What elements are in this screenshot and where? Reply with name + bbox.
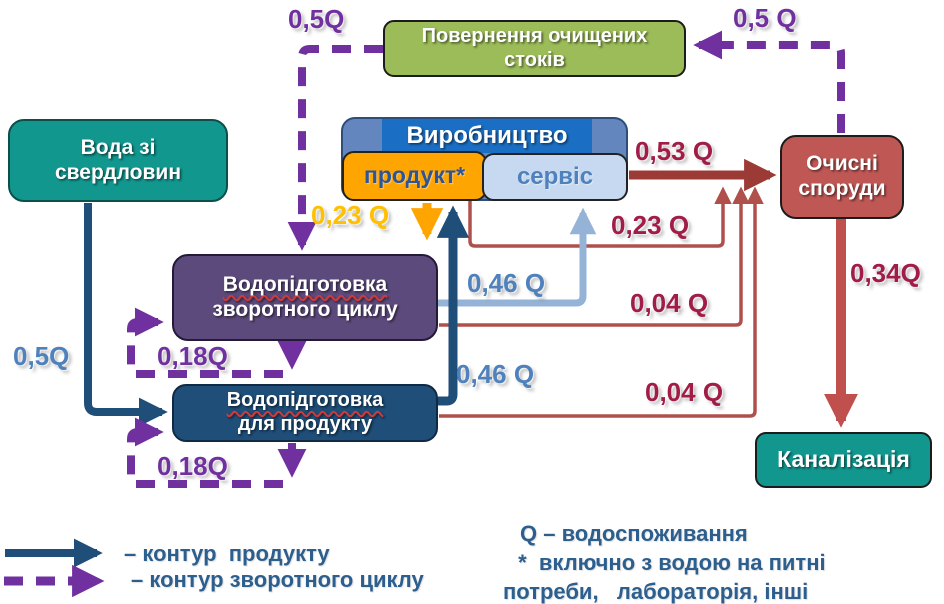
- box-product: продукт*: [342, 151, 487, 201]
- box-treated-return: Повернення очищених стоків: [383, 20, 686, 77]
- box-sewer-label: Каналізація: [777, 446, 910, 473]
- flow-recycle-prep-to-service: [438, 207, 597, 307]
- note-asterisk-line2: потреби, лабораторія, інші: [503, 579, 809, 604]
- flow-label-treatment-to-treated-return: 0,5 Q: [733, 3, 797, 33]
- box-product-prep-line1: Водопідготовка: [226, 389, 384, 412]
- box-product-prep-line2: для продукту: [237, 413, 373, 435]
- flow-product-prep-loop-back: [127, 417, 283, 488]
- box-treatment: Очисні споруди: [780, 135, 904, 219]
- note-q-definition: Q – водоспоживання: [520, 521, 748, 546]
- legend-dashed-label: – контур зворотного циклу: [131, 567, 424, 592]
- flow-treatment-to-treated-return: [693, 30, 845, 133]
- flow-wells-to-product-prep: [84, 203, 168, 427]
- box-service: сервіс: [482, 153, 628, 201]
- box-wells-line2: свердловин: [54, 160, 182, 184]
- box-treatment-line1: Очисні: [806, 152, 878, 176]
- flow-recycle-prep-to-treatment: [439, 186, 750, 327]
- box-product-prep: Водопідготовка для продукту: [172, 384, 438, 442]
- box-production-header: Виробництво: [382, 119, 592, 153]
- flow-label-treated-return-to-recycle-prep: 0,5Q: [288, 4, 345, 34]
- flow-label-recycle-prep-to-service: 0,46 Q: [467, 268, 546, 298]
- box-recycle-prep-line1: Водопідготовка: [222, 272, 388, 296]
- flow-recycle-prep-loop-back: [127, 307, 283, 378]
- flow-label-product-to-recycle-prep: 0,23 Q: [311, 200, 390, 230]
- flow-label-product-prep-loop: 0,18Q: [157, 451, 228, 481]
- legend-solid-label: – контур продукту: [124, 541, 330, 566]
- box-wells: Вода зі свердловин: [8, 119, 228, 202]
- box-sewer: Каналізація: [755, 432, 932, 488]
- box-recycle-prep: Водопідготовка зворотного циклу: [172, 254, 438, 341]
- flow-label-recycle-prep-to-treatment: 0,04 Q: [630, 288, 709, 318]
- box-product-label: продукт*: [363, 162, 466, 189]
- flow-label-wells-to-product-prep: 0,5Q: [13, 341, 70, 371]
- flow-label-service-to-treatment: 0,53 Q: [635, 136, 714, 166]
- box-recycle-prep-line2: зворотного циклу: [212, 297, 398, 321]
- flow-label-recycle-prep-loop: 0,18Q: [157, 341, 228, 371]
- box-wells-line1: Вода зі: [80, 135, 156, 159]
- flow-label-product-to-treatment: 0,23 Q: [611, 210, 690, 240]
- flow-label-treatment-to-sewer: 0,34Q: [850, 258, 921, 288]
- flow-product-prep-to-treatment: [439, 186, 764, 418]
- box-service-label: сервіс: [516, 162, 594, 190]
- box-treatment-line2: споруди: [798, 177, 886, 200]
- box-production-label: Виробництво: [406, 122, 568, 149]
- flow-product-to-treatment: [468, 186, 732, 248]
- box-treated-return-line2: стоків: [504, 48, 565, 71]
- box-treated-return-line1: Повернення очищених: [421, 24, 648, 47]
- flow-treated-return-to-recycle-prep: [287, 45, 383, 251]
- flow-product-prep-to-product: [436, 205, 470, 406]
- note-asterisk-line1: * включно з водою на питні: [512, 550, 826, 575]
- flow-label-product-prep-to-treatment: 0,04 Q: [645, 377, 724, 407]
- flow-label-product-prep-to-product: 0,46 Q: [456, 359, 535, 389]
